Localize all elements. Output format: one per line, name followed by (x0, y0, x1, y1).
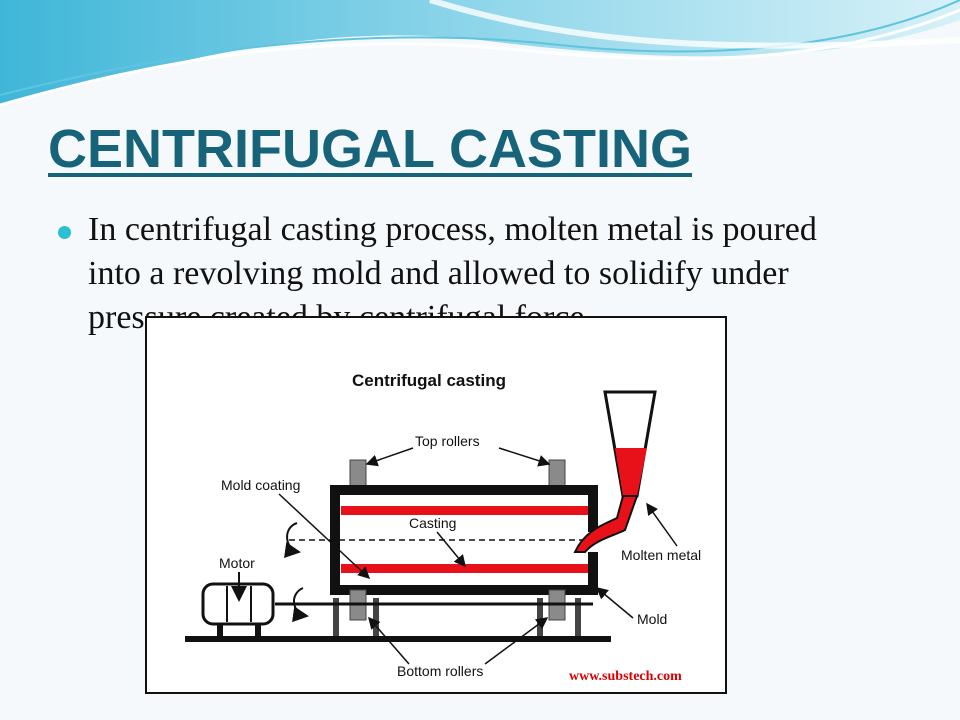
label-mold: Mold (637, 611, 667, 627)
leader-line (484, 617, 549, 665)
watermark: www.substech.com (569, 669, 682, 684)
label-mold-coating: Mold coating (221, 477, 300, 493)
label-casting: Casting (409, 515, 456, 531)
centrifugal-casting-diagram: Centrifugal casting (185, 371, 701, 684)
diagram-figure: Centrifugal casting (145, 316, 727, 694)
rotation-arrow-icon (292, 587, 309, 623)
label-molten-metal: Molten metal (621, 547, 701, 563)
figure-title: Centrifugal casting (352, 371, 506, 390)
motor-foot (255, 624, 261, 636)
header-wave (0, 0, 960, 107)
casting-top-layer (341, 506, 588, 515)
rotation-arrow-icon (284, 522, 301, 558)
molten-metal-in-funnel (615, 448, 647, 496)
label-motor: Motor (219, 555, 255, 571)
support-leg (333, 598, 339, 636)
leader-line (436, 531, 466, 568)
leader-line (498, 447, 551, 467)
leader-line (595, 587, 634, 619)
leader-line (646, 502, 678, 547)
leader-line (365, 447, 414, 467)
leader-line (368, 616, 410, 665)
motor-foot (217, 624, 223, 636)
support-leg (575, 598, 581, 636)
casting-bottom-layer (341, 564, 588, 573)
label-top-rollers: Top rollers (415, 433, 480, 449)
bullet-icon (58, 226, 71, 239)
pouring-spout (573, 495, 639, 553)
label-bottom-rollers: Bottom rollers (397, 663, 483, 679)
support-leg (537, 598, 543, 636)
ground-base (185, 636, 611, 642)
slide-title: CENTRIFUGAL CASTING (48, 119, 692, 179)
leader-line (278, 493, 371, 580)
